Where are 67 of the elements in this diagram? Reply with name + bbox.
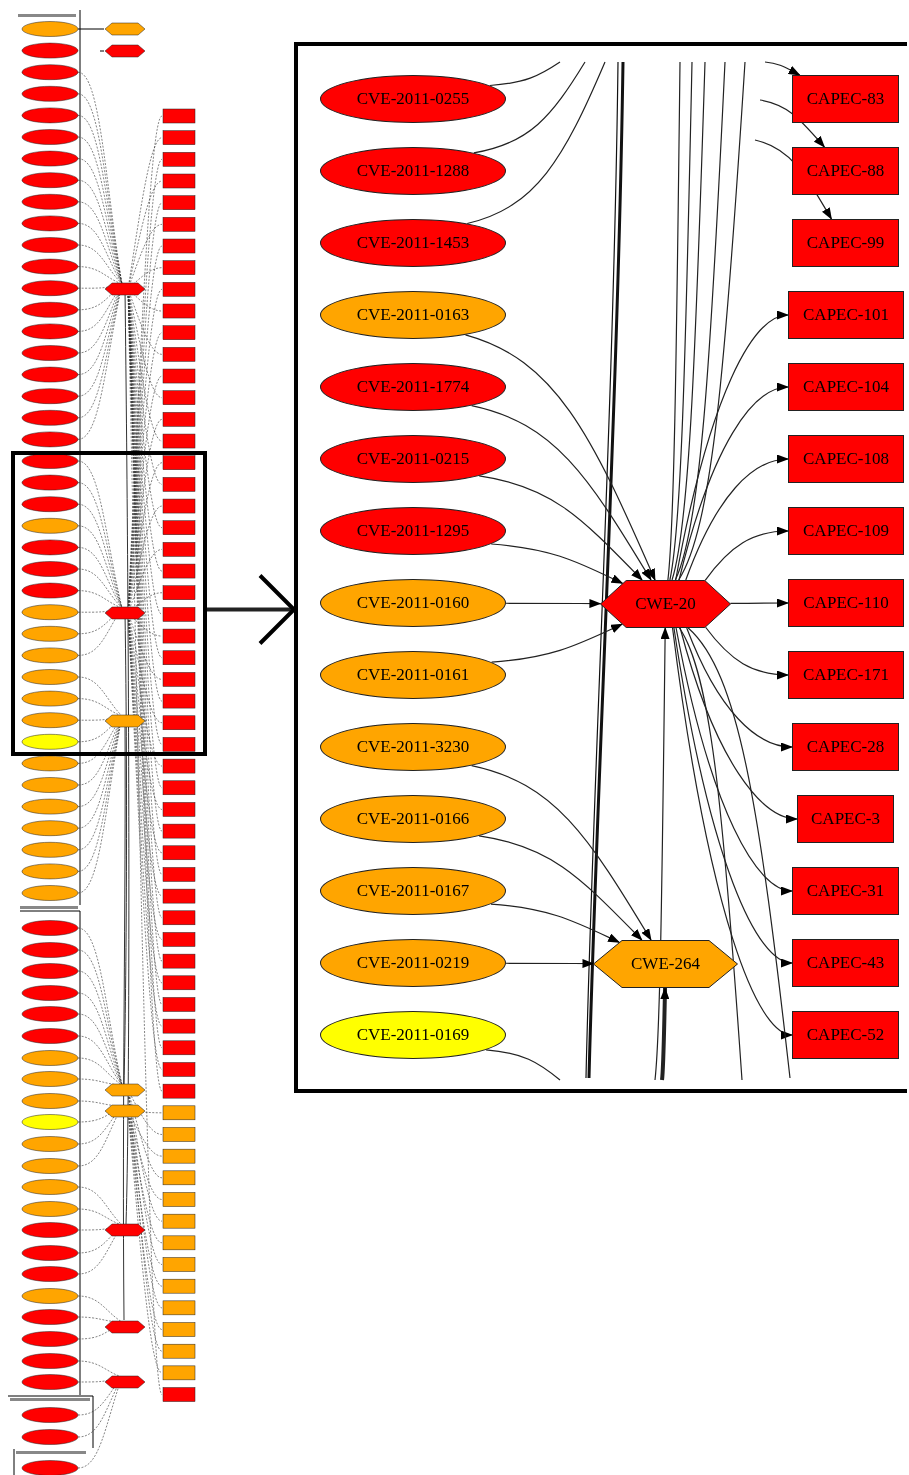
attack-pattern-box: CAPEC-43 <box>792 939 899 987</box>
vulnerability-ellipse: CVE-2011-3230 <box>320 723 506 771</box>
zoom-inset-panel <box>294 42 907 1093</box>
connector-line <box>466 61 606 225</box>
connector-line <box>489 61 561 87</box>
arrow <box>478 835 643 941</box>
arrow <box>754 139 832 220</box>
attack-pattern-box: CAPEC-99 <box>792 219 899 267</box>
connector-line <box>671 61 706 581</box>
vulnerability-ellipse: CVE-2011-0219 <box>320 939 506 987</box>
vulnerability-ellipse: CVE-2011-1295 <box>320 507 506 555</box>
arrow <box>470 405 652 581</box>
connector-line <box>674 61 726 581</box>
vulnerability-ellipse: CVE-2011-1453 <box>320 219 506 267</box>
arrow <box>505 599 602 609</box>
arrow <box>759 99 826 148</box>
attack-pattern-box: CAPEC-52 <box>792 1011 899 1059</box>
attack-pattern-box: CAPEC-109 <box>788 507 904 555</box>
vulnerability-ellipse: CVE-2011-0166 <box>320 795 506 843</box>
attack-pattern-box: CAPEC-83 <box>792 75 899 123</box>
arrow <box>654 627 670 1081</box>
arrow <box>685 455 789 581</box>
arrow <box>505 959 595 969</box>
attack-pattern-box: CAPEC-3 <box>797 795 894 843</box>
vulnerability-ellipse: CVE-2011-1774 <box>320 363 506 411</box>
arrow <box>705 626 789 680</box>
arrow <box>464 334 656 581</box>
arrow <box>490 903 621 943</box>
connector-line <box>669 61 693 581</box>
highlight-frame <box>11 451 207 756</box>
vulnerability-ellipse: CVE-2011-0160 <box>320 579 506 627</box>
vulnerability-ellipse: CVE-2011-0163 <box>320 291 506 339</box>
arrow <box>675 627 793 894</box>
attack-pattern-box: CAPEC-104 <box>788 363 904 411</box>
connector-line <box>667 61 681 581</box>
arrow <box>478 475 643 581</box>
vulnerability-ellipse: CVE-2011-0255 <box>320 75 506 123</box>
vulnerability-ellipse: CVE-2011-0167 <box>320 867 506 915</box>
weakness-hexagon: CWE-20 <box>600 580 731 628</box>
arrow <box>470 765 652 941</box>
arrow <box>671 627 793 1037</box>
attack-pattern-box: CAPEC-101 <box>788 291 904 339</box>
attack-pattern-box: CAPEC-171 <box>788 651 904 699</box>
arrow <box>729 598 789 608</box>
connector-line <box>687 627 791 1079</box>
arrow <box>704 526 789 581</box>
connector-line <box>678 627 743 1081</box>
arrow <box>491 623 623 663</box>
vulnerability-ellipse: CVE-2011-0215 <box>320 435 506 483</box>
arrow <box>660 987 670 1081</box>
arrow <box>673 627 793 965</box>
arrow <box>490 543 624 584</box>
attack-pattern-box: CAPEC-28 <box>792 723 899 771</box>
connector-line <box>678 61 746 581</box>
attack-pattern-box: CAPEC-108 <box>788 435 904 483</box>
connector-line <box>473 61 586 154</box>
vulnerability-ellipse: CVE-2011-1288 <box>320 147 506 195</box>
weakness-hexagon: CWE-264 <box>593 940 738 988</box>
zoom-arrow <box>207 573 296 646</box>
arrow <box>686 627 793 751</box>
arrow <box>764 61 801 76</box>
attack-pattern-box: CAPEC-110 <box>788 579 904 627</box>
attack-pattern-box: CAPEC-31 <box>792 867 899 915</box>
attack-pattern-box: CAPEC-88 <box>792 147 899 195</box>
vulnerability-ellipse: CVE-2011-0169 <box>320 1011 506 1059</box>
vulnerability-ellipse: CVE-2011-0161 <box>320 651 506 699</box>
connector-line <box>485 1049 561 1081</box>
